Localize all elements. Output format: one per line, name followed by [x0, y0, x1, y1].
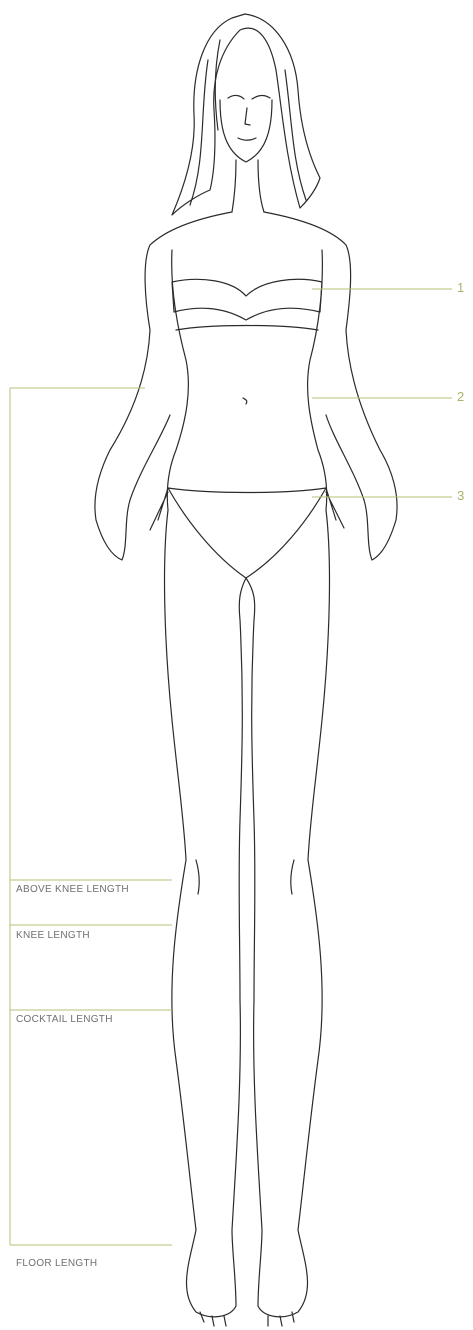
right-leg: [246, 510, 329, 1317]
label-knee-length: KNEE LENGTH: [16, 930, 90, 941]
hair-strands: [190, 40, 306, 205]
left-leg: [165, 510, 246, 1317]
label-floor-length: FLOOR LENGTH: [16, 1258, 97, 1269]
callout-number-1: 1: [457, 280, 464, 295]
face-outline: [220, 100, 272, 162]
bikini-ties: [150, 488, 344, 530]
bikini-bottom: [168, 488, 326, 578]
left-arm: [95, 212, 232, 560]
label-above-knee-length: ABOVE KNEE LENGTH: [16, 884, 129, 895]
eyes: [228, 95, 270, 99]
knee-marks: [196, 860, 294, 894]
feet-toes: [200, 1312, 294, 1326]
nose-mouth: [238, 108, 256, 140]
callout-number-3: 3: [457, 488, 464, 503]
callout-number-2: 2: [457, 389, 464, 404]
underbust: [176, 326, 318, 331]
right-arm: [264, 212, 397, 560]
neck: [232, 160, 264, 212]
torso-left: [167, 250, 188, 510]
bikini-top: [172, 279, 322, 320]
navel: [243, 398, 247, 404]
label-cocktail-length: COCKTAIL LENGTH: [16, 1014, 113, 1025]
